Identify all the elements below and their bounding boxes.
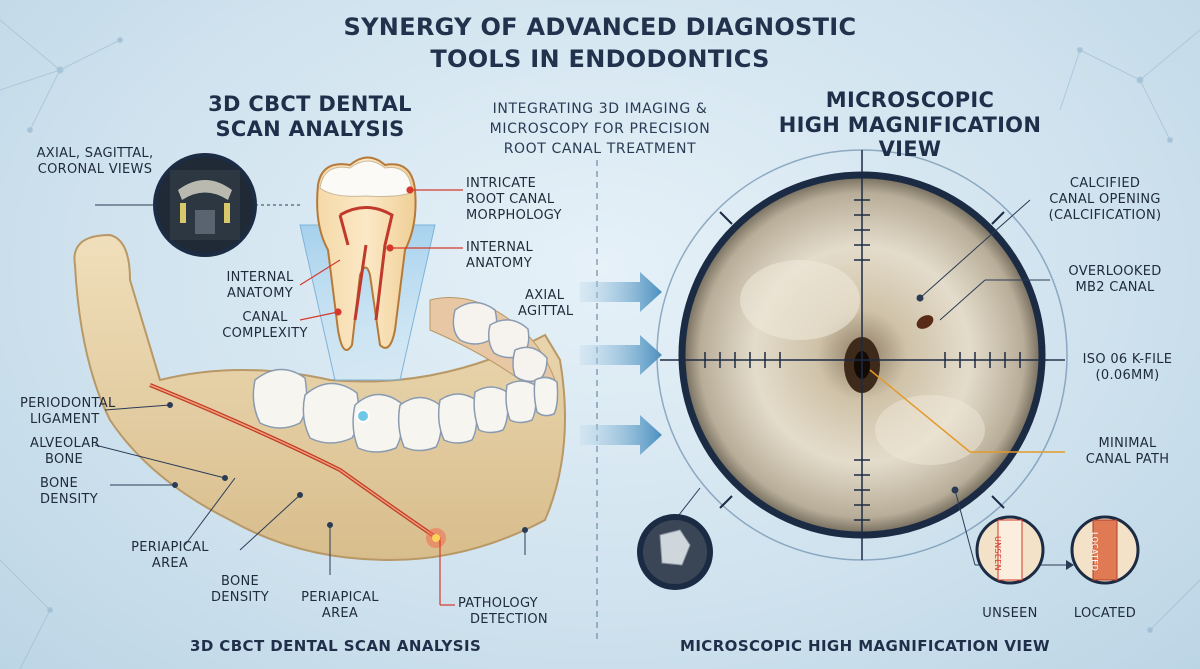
orange-path <box>869 369 1065 453</box>
file-inset <box>637 487 713 590</box>
label-views-2: CORONAL VIEWS <box>37 162 153 177</box>
label-canal-2: COMPLEXITY <box>222 326 308 341</box>
label-path-1: PATHOLOGY <box>458 596 538 611</box>
right-header-2: HIGH MAGNIFICATION VIEW <box>778 113 1042 161</box>
footer-right: MICROSCOPIC HIGH MAGNIFICATION VIEW <box>680 637 1050 655</box>
label-anat-r-2: ANATOMY <box>466 256 532 271</box>
left-leaders <box>299 186 463 606</box>
left-header-2: SCAN ANALYSIS <box>215 117 405 141</box>
label-kfile-2: (0.06mm) <box>1095 368 1160 383</box>
label-agittal: AGITTAL <box>518 304 574 319</box>
label-alv-2: BONE <box>45 452 84 467</box>
center-header-3: ROOT CANAL TREATMENT <box>503 141 697 157</box>
label-anat-l-2: ANATOMY <box>227 286 293 301</box>
label-calc-3: (CALCIFICATION) <box>1048 208 1162 223</box>
label-located: LOCATED <box>1073 606 1137 621</box>
label-min-2: CANAL PATH <box>1085 452 1170 467</box>
label-peri1-2: AREA <box>151 556 189 571</box>
label-mb2-2: MB2 CANAL <box>1075 280 1155 295</box>
flow-arrows <box>580 272 662 455</box>
label-morph-3: MORPHOLOGY <box>466 208 562 223</box>
center-header-1: INTEGRATING 3D IMAGING & <box>492 101 708 117</box>
enlarged-tooth <box>316 156 417 351</box>
footer-left: 3D CBCT DENTAL SCAN ANALYSIS <box>190 637 482 655</box>
label-unseen: UNSEEN <box>982 606 1038 621</box>
label-bone1-2: DENSITY <box>40 492 99 507</box>
label-peri1-1: PERIAPICAL <box>131 540 209 555</box>
located-inner-label: LOCATED <box>1090 532 1099 572</box>
label-bone1-1: BONE <box>40 476 79 491</box>
unseen-located-comparison <box>975 515 1140 585</box>
label-min-1: MINIMAL <box>1098 436 1157 451</box>
label-calc-1: CALCIFIED <box>1069 176 1141 191</box>
label-morph-2: ROOT CANAL <box>466 192 555 207</box>
label-peri2-1: PERIAPICAL <box>301 590 379 605</box>
unseen-inner-label: UNSEEN <box>993 536 1002 571</box>
title-line-1: SYNERGY OF ADVANCED DIAGNOSTIC <box>343 13 857 41</box>
dark-leaders <box>94 402 528 575</box>
label-peri2-2: AREA <box>321 606 359 621</box>
network-decoration <box>0 19 1200 669</box>
right-leaders <box>916 199 1065 566</box>
label-bone2-2: DENSITY <box>210 590 270 605</box>
label-anat-l-1: INTERNAL <box>226 270 294 285</box>
center-header-2: MICROSCOPY FOR PRECISION <box>489 121 711 137</box>
title-line-2: TOOLS IN ENDODONTICS <box>430 45 770 73</box>
label-calc-2: CANAL OPENING <box>1049 192 1161 207</box>
label-alv-1: ALVEOLAR <box>30 436 100 451</box>
label-perio-1: PERIODONTAL <box>20 396 116 411</box>
cbct-inset <box>153 153 257 257</box>
label-views-1: AXIAL, SAGITTAL, <box>36 146 154 161</box>
mandible-illustration <box>73 233 566 562</box>
label-kfile-1: ISO 06 K-FILE <box>1082 352 1173 367</box>
label-perio-2: LIGAMENT <box>30 412 100 427</box>
left-header-1: 3D CBCT DENTAL <box>208 92 412 116</box>
label-anat-r-1: INTERNAL <box>466 240 534 255</box>
right-header-1: MICROSCOPIC <box>825 88 995 112</box>
microscope-view <box>656 149 1068 561</box>
label-canal-1: CANAL <box>242 310 288 325</box>
label-axial: AXIAL <box>525 288 565 303</box>
label-path-2: DETECTION <box>470 612 548 627</box>
label-bone2-1: BONE <box>220 574 260 589</box>
label-morph-1: INTRICATE <box>466 176 537 191</box>
label-mb2-1: OVERLOOKED <box>1068 264 1162 279</box>
